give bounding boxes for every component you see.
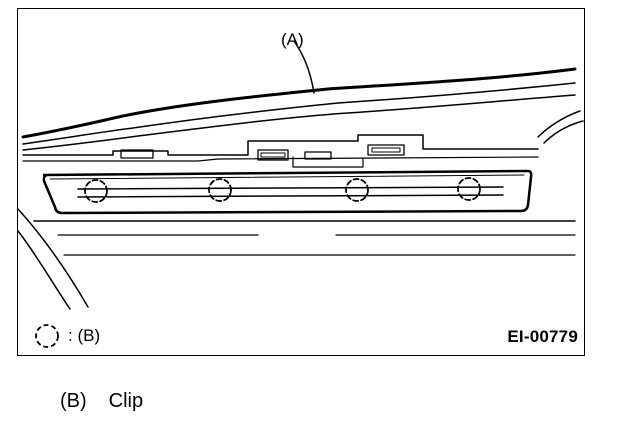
clip-circle-4 bbox=[457, 177, 481, 201]
figure-code: EI-00779 bbox=[507, 327, 578, 346]
clip-circle-1 bbox=[84, 179, 108, 203]
diagram-drawing bbox=[18, 40, 584, 310]
trim-line-inner bbox=[22, 94, 576, 151]
trim-curl-2 bbox=[543, 120, 584, 144]
legend: : (B) bbox=[32, 321, 100, 351]
leader-a bbox=[293, 40, 315, 94]
trim-line-middle bbox=[22, 82, 576, 145]
trim-curl-1 bbox=[537, 110, 581, 138]
callout-a-label: (A) bbox=[281, 30, 304, 49]
dashed-circle-icon bbox=[35, 324, 59, 348]
clip-rail-bottom bbox=[77, 194, 504, 198]
clip-tab-4 bbox=[367, 144, 405, 156]
base-strip bbox=[22, 134, 539, 156]
caption-letter: (B) bbox=[60, 390, 87, 412]
pillar-line-1 bbox=[18, 208, 89, 308]
diagram-figure: (A) : (B) EI-00779 bbox=[17, 8, 585, 356]
clip-tab-3 bbox=[304, 151, 332, 160]
clip-circle-3 bbox=[345, 178, 369, 202]
trim-line-outer bbox=[21, 67, 577, 139]
molding-panel bbox=[42, 169, 533, 215]
caption: (B) Clip bbox=[60, 390, 143, 413]
caption-text: Clip bbox=[108, 390, 144, 412]
legend-text: : (B) bbox=[68, 326, 101, 345]
clip-rail-top bbox=[77, 186, 504, 190]
clip-circle-2 bbox=[208, 178, 232, 202]
clip-tab-2 bbox=[257, 149, 289, 161]
clip-tab-1 bbox=[120, 149, 154, 159]
pillar-line-2 bbox=[18, 230, 71, 310]
